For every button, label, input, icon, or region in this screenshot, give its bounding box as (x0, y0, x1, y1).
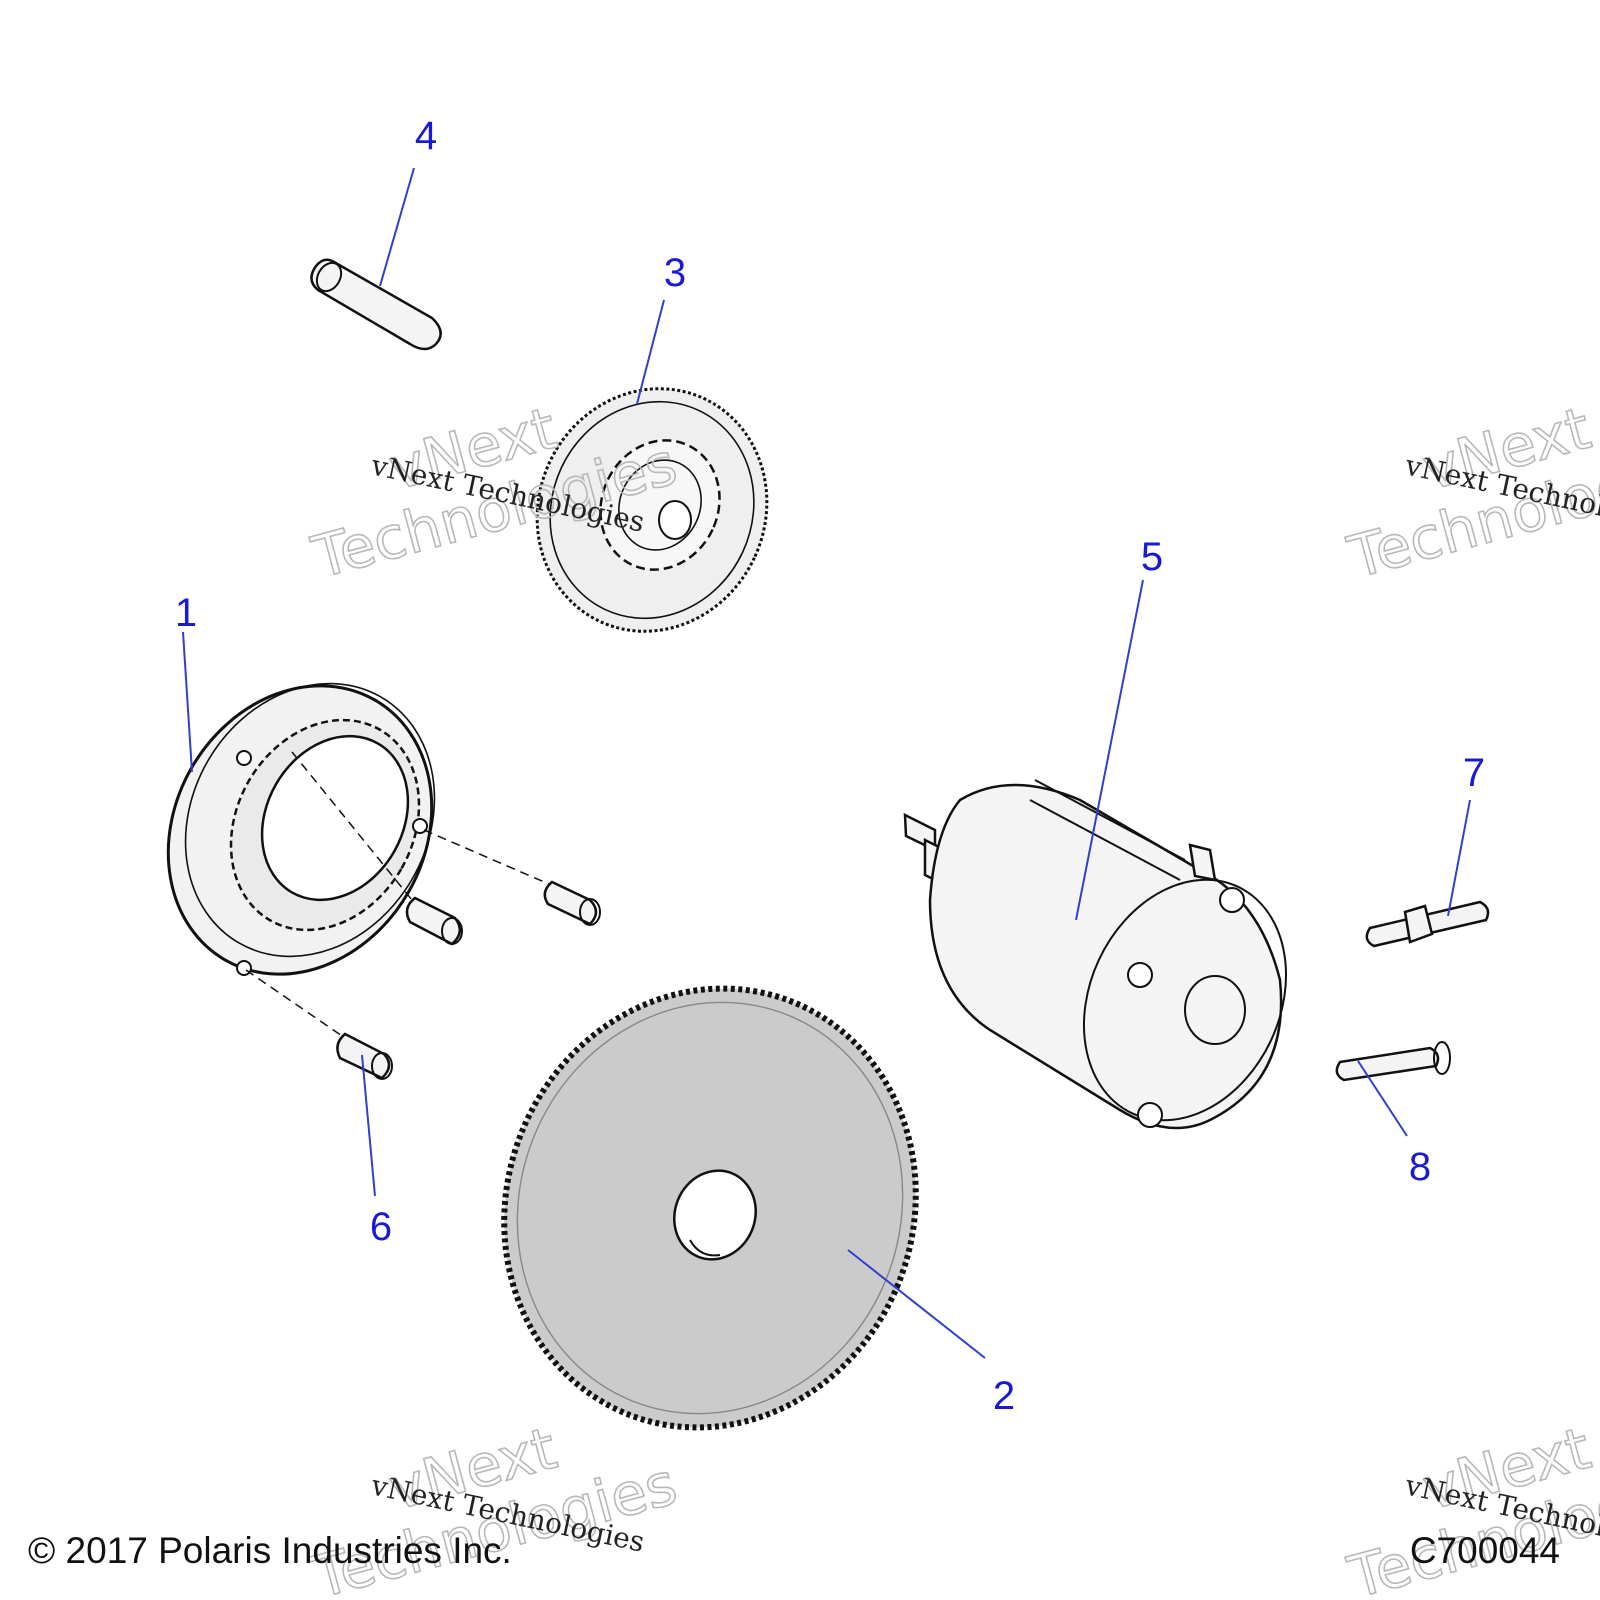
callout-2: 2 (993, 1374, 1015, 1418)
leader-line-1 (182, 631, 193, 773)
callout-8: 8 (1409, 1145, 1431, 1189)
part-2-driven-gear (501, 985, 919, 1431)
leader-line-6 (361, 1054, 376, 1197)
leader-line-4 (379, 167, 415, 287)
figure-code: C700044 (1409, 1530, 1560, 1571)
watermark-upper-right: vNext Technologies vNext Technologies (1340, 393, 1600, 592)
leader-line-3 (636, 299, 665, 405)
part-5-starter-motor (903, 779, 1288, 1130)
part-1-starter-clutch (166, 682, 559, 1039)
part-6-clutch-screws (336, 880, 601, 1080)
part-8-flange-bolt (1335, 1041, 1451, 1082)
callout-4: 4 (415, 114, 437, 158)
callout-7: 7 (1463, 751, 1485, 795)
callout-5: 5 (1141, 535, 1163, 579)
watermark-lower-left: vNext Technologies vNext Technologies (304, 1413, 684, 1600)
copyright-notice: © 2017 Polaris Industries Inc. (28, 1530, 512, 1571)
callout-6: 6 (370, 1205, 392, 1249)
part-4-dowel-pin (310, 258, 442, 351)
leader-line-5 (1075, 579, 1144, 921)
callout-3: 3 (664, 251, 686, 295)
leader-line-7 (1447, 799, 1471, 917)
watermark-lower-right: vNext Technologies vNext Technologies (1340, 1413, 1600, 1600)
part-3-idler-gear (535, 387, 769, 633)
callout-1: 1 (175, 591, 197, 635)
leader-line-2 (847, 1249, 986, 1359)
part-7-stud-bolt (1365, 900, 1490, 948)
leader-line-8 (1357, 1060, 1408, 1137)
